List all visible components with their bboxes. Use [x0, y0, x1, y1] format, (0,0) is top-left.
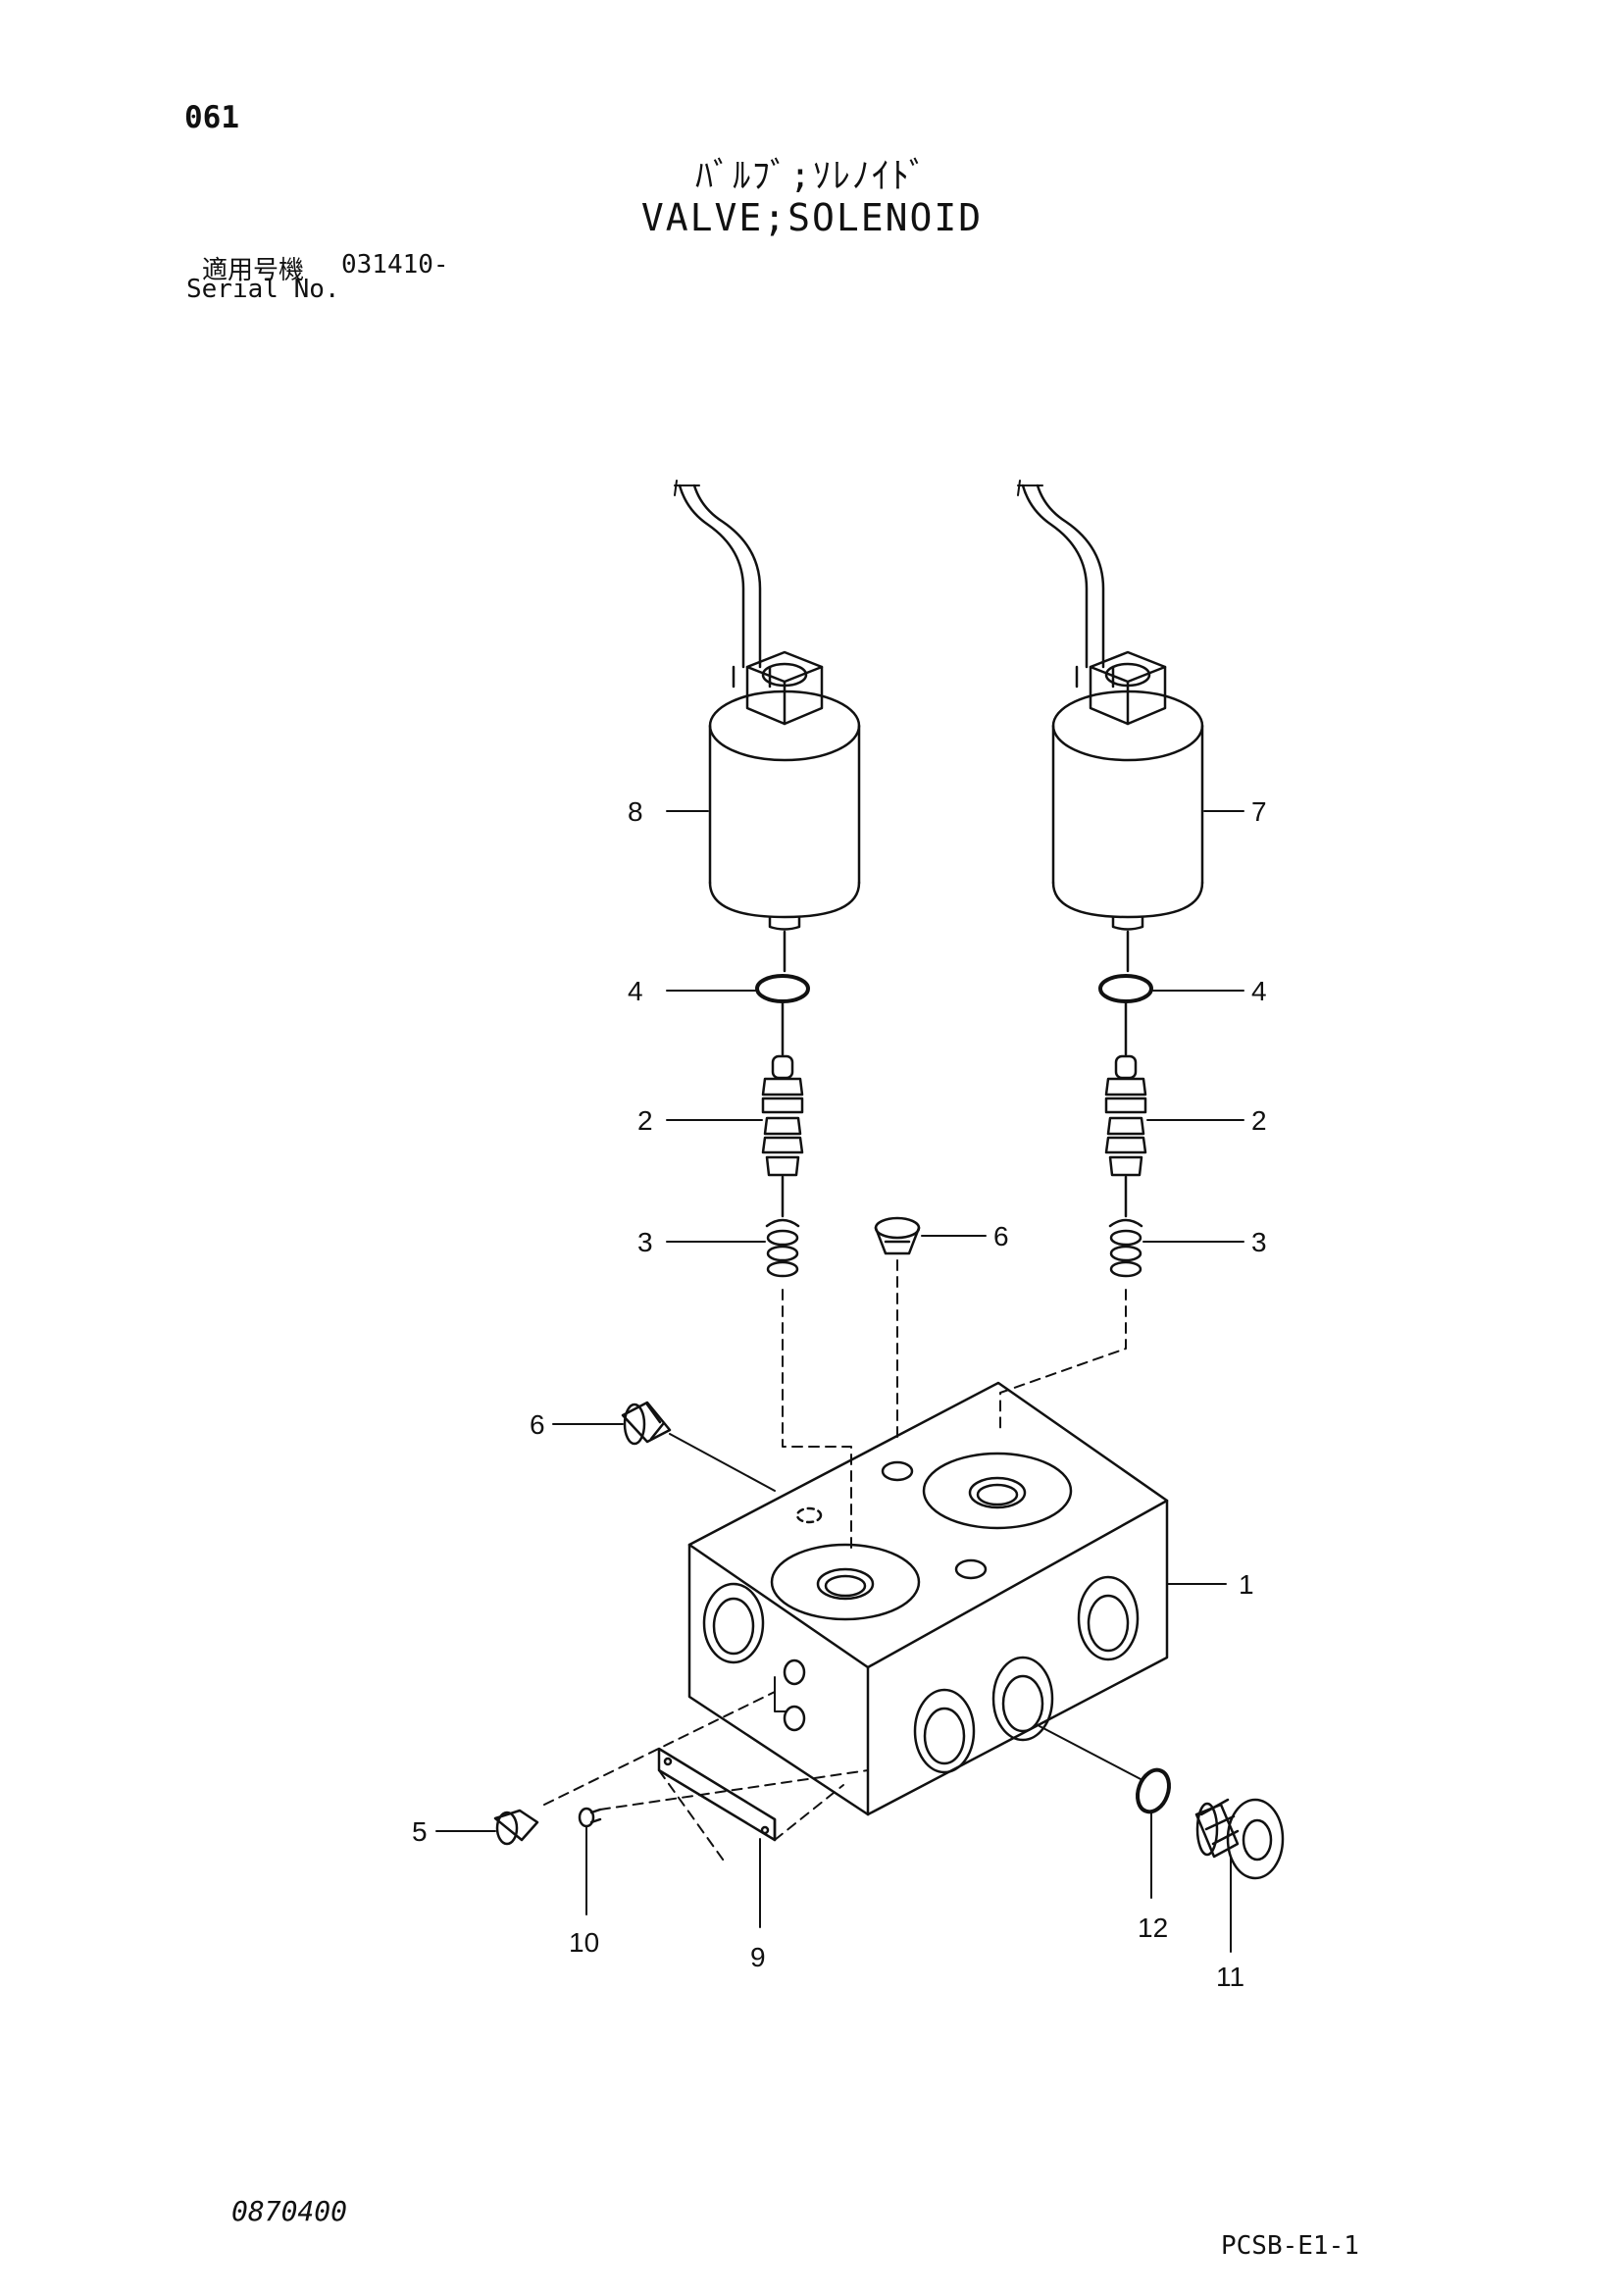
plug-left [621, 1401, 672, 1446]
callout-1: 1 [1239, 1569, 1254, 1600]
callout-12: 12 [1138, 1913, 1168, 1943]
solenoid-coil-left [674, 480, 861, 931]
callout-6-left: 6 [530, 1409, 545, 1440]
callout-10: 10 [569, 1927, 599, 1958]
o-ring-left [755, 974, 810, 1003]
serial-number-value: 031410- [341, 250, 449, 280]
callout-3-right: 3 [1251, 1227, 1267, 1257]
callout-3-left: 3 [637, 1227, 653, 1257]
spring-left [765, 1218, 800, 1278]
spring-right [1108, 1218, 1143, 1278]
rivet-10 [578, 1807, 602, 1828]
valve-spool-right [1104, 1054, 1147, 1177]
valve-spool-left [761, 1054, 804, 1177]
serial-label-english: Serial No. [186, 275, 340, 304]
title-japanese: ﾊﾞﾙﾌﾞ;ｿﾚﾉｲﾄﾞ [695, 156, 929, 196]
title-english: VALVE;SOLENOID [640, 196, 984, 239]
callout-6-top: 6 [993, 1221, 1009, 1251]
callout-4-left: 4 [628, 976, 643, 1006]
document-code: 0870400 [231, 2195, 348, 2227]
callout-8: 8 [628, 796, 643, 827]
callout-5: 5 [412, 1816, 428, 1847]
plug-top [874, 1216, 921, 1255]
plug-5 [493, 1809, 539, 1846]
plug-11 [1194, 1798, 1285, 1880]
name-plate [657, 1676, 787, 1842]
leader-lines [435, 810, 1244, 1953]
solenoid-coil-right [1017, 480, 1204, 931]
page-number: 061 [184, 100, 239, 135]
o-ring-12 [1136, 1767, 1171, 1814]
callout-7: 7 [1251, 796, 1267, 827]
o-ring-right [1098, 974, 1153, 1003]
valve-block [687, 1381, 1169, 1816]
callout-9: 9 [750, 1942, 766, 1972]
callout-2-right: 2 [1251, 1105, 1267, 1136]
callout-11: 11 [1216, 1962, 1244, 1992]
serial-label-japanese: 適用号機 [202, 256, 305, 285]
callout-4-right: 4 [1251, 976, 1267, 1006]
callout-2-left: 2 [637, 1105, 653, 1136]
catalog-code: PCSB-E1-1 [1221, 2231, 1359, 2261]
